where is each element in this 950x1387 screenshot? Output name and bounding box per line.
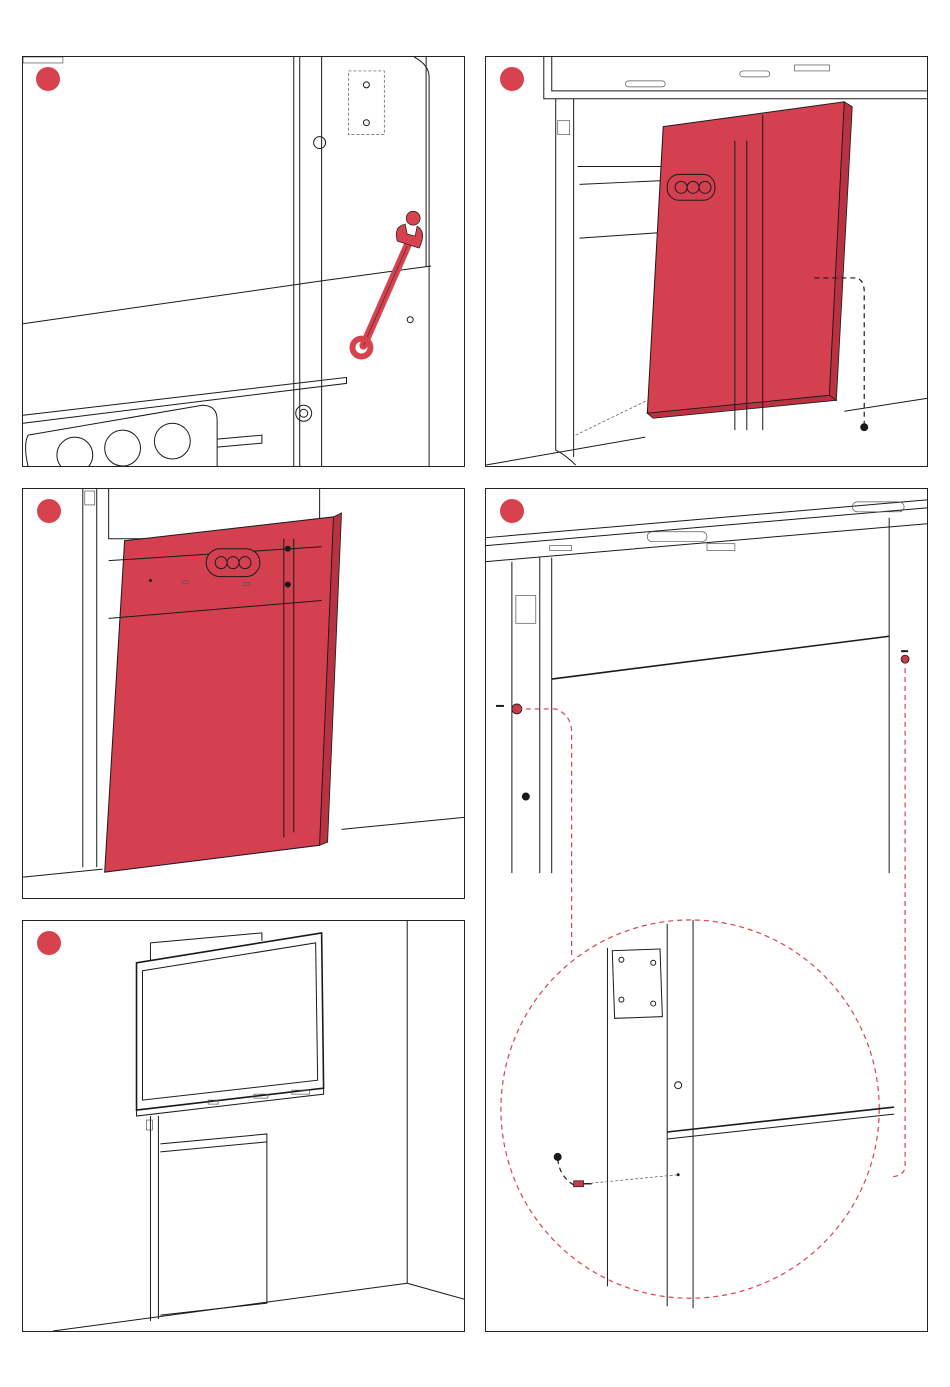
wrench-illustration bbox=[23, 57, 464, 466]
step-marker-5 bbox=[37, 931, 61, 955]
cover-panel-icon bbox=[647, 102, 852, 430]
screw-detail-icon bbox=[501, 920, 894, 1308]
panel-4 bbox=[485, 488, 928, 1332]
display-stand-illustration bbox=[23, 921, 464, 1331]
cover-panel-icon bbox=[105, 513, 342, 872]
panel-1 bbox=[22, 56, 465, 467]
step-marker-1 bbox=[36, 67, 60, 91]
screw-detail-illustration bbox=[486, 489, 927, 1331]
step-marker-4 bbox=[500, 499, 524, 523]
cover-panel-mounted-illustration bbox=[23, 489, 464, 898]
display-stand-icon bbox=[137, 933, 324, 1321]
panel-3 bbox=[22, 488, 465, 899]
step-marker-2 bbox=[500, 67, 524, 91]
panel-5 bbox=[22, 920, 465, 1332]
panel-2 bbox=[485, 56, 928, 467]
wrench-icon bbox=[352, 211, 422, 356]
cover-panel-illustration bbox=[486, 57, 927, 466]
step-marker-3 bbox=[37, 499, 61, 523]
